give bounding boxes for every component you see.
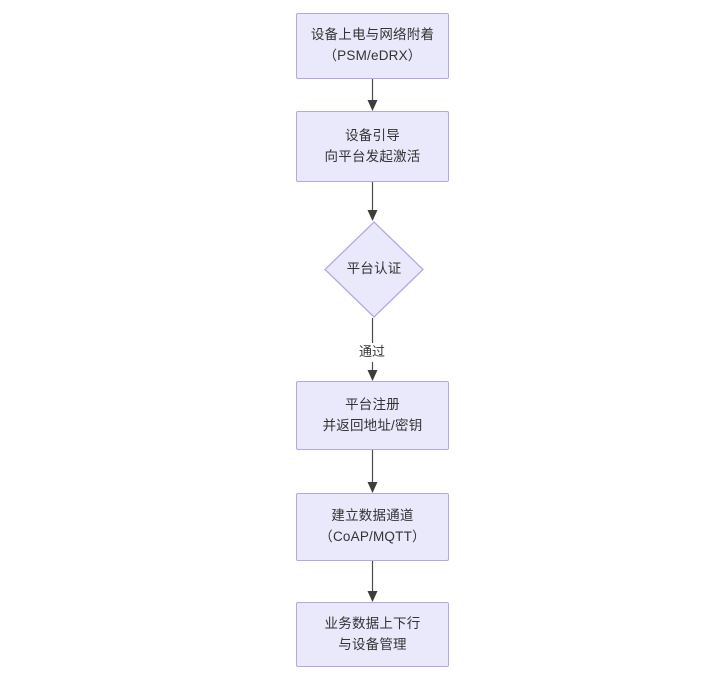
node-label: 建立数据通道 （CoAP/MQTT） [319,508,426,544]
edge-n1-n2 [367,79,378,111]
node-label: 平台注册 并返回地址/密钥 [322,396,423,433]
edge-n5-n6 [367,561,378,602]
node-establish-data-channel[interactable]: 建立数据通道 （CoAP/MQTT） [296,493,449,561]
edge-n2-n3 [367,182,378,221]
node-label: 设备引导 向平台发起激活 [324,127,421,164]
node-power-on-network-attach[interactable]: 设备上电与网络附着 （PSM/eDRX） [296,13,449,79]
node-label: 设备上电与网络附着 （PSM/eDRX） [310,27,435,63]
node-label: 业务数据上下行 与设备管理 [324,615,421,652]
node-label: 平台认证 [346,261,402,277]
diamond-shape [324,221,424,318]
node-platform-authentication-decision[interactable]: 平台认证 [324,221,424,318]
node-business-data-and-device-management[interactable]: 业务数据上下行 与设备管理 [296,602,449,667]
node-platform-registration[interactable]: 平台注册 并返回地址/密钥 [296,381,449,450]
node-device-bootstrap-activation[interactable]: 设备引导 向平台发起激活 [296,111,449,182]
edge-n4-n5 [367,450,378,493]
edge-label-pass: 通过 [356,343,389,362]
